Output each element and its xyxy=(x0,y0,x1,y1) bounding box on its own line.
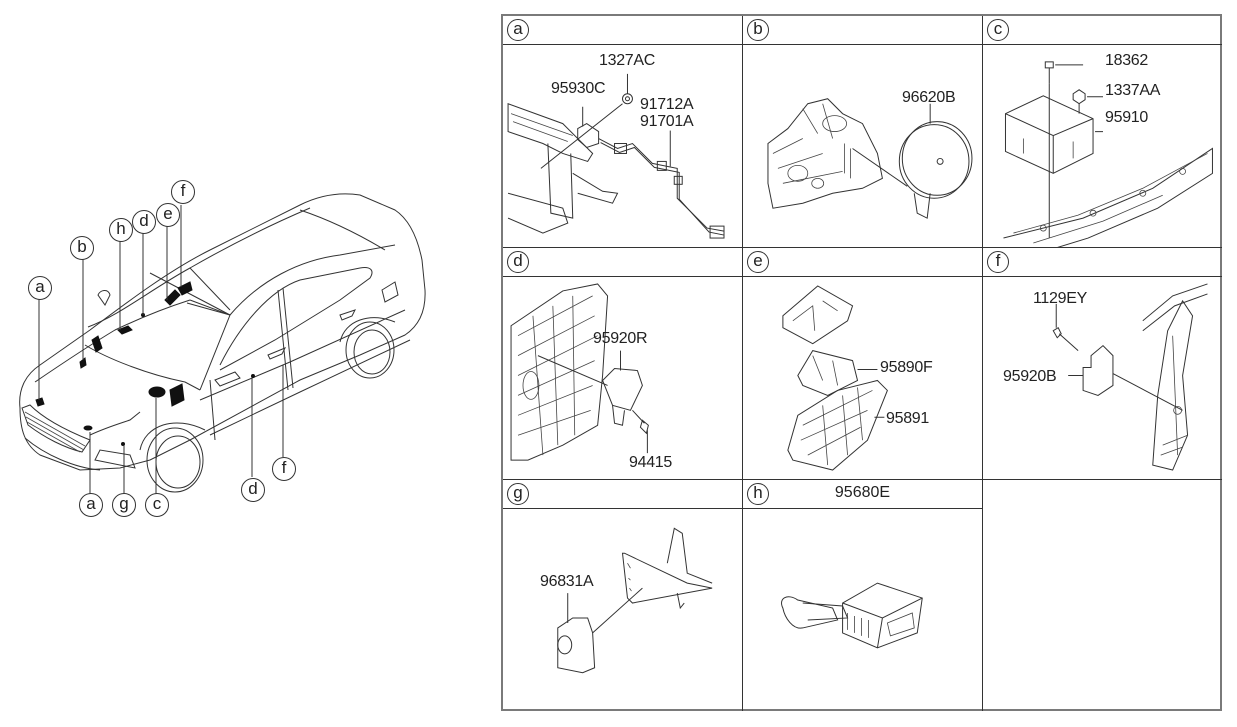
part-label-96831A[interactable]: 96831A xyxy=(540,573,594,590)
part-label-95890F[interactable]: 95890F xyxy=(880,359,933,376)
callout-g[interactable]: g xyxy=(112,493,136,517)
panel-header: c xyxy=(983,16,1222,45)
panel-a: a 1327AC 95930C xyxy=(503,16,743,248)
part-label-95891[interactable]: 95891 xyxy=(886,410,929,427)
part-label-1129EY[interactable]: 1129EY xyxy=(1033,290,1087,307)
panel-header: g xyxy=(503,480,742,509)
panel-badge: b xyxy=(747,19,769,41)
callout-a-bottom[interactable]: a xyxy=(79,493,103,517)
part-label-91701A[interactable]: 91701A xyxy=(640,113,694,130)
part-label-91712A[interactable]: 91712A xyxy=(640,96,694,113)
callout-f-top[interactable]: f xyxy=(171,180,195,204)
panel-b: b 96620B xyxy=(743,16,983,248)
part-label-94415[interactable]: 94415 xyxy=(629,454,672,471)
parts-grid: a 1327AC 95930C xyxy=(501,14,1222,711)
panel-badge: e xyxy=(747,251,769,273)
panel-badge: f xyxy=(987,251,1009,273)
car-overview: a b h d e f a g c d f xyxy=(0,150,440,550)
panel-badge: h xyxy=(747,483,769,505)
callout-d-top[interactable]: d xyxy=(132,210,156,234)
part-label-95680E[interactable]: 95680E xyxy=(834,484,891,501)
panel-header: h 95680E xyxy=(743,480,982,509)
callout-h[interactable]: h xyxy=(109,218,133,242)
part-label-95920R[interactable]: 95920R xyxy=(593,330,648,347)
callout-b[interactable]: b xyxy=(70,236,94,260)
airbag-control-unit-drawing xyxy=(1003,61,1213,247)
panel-header: f xyxy=(983,248,1222,277)
panel-badge: a xyxy=(507,19,529,41)
occupant-sensor-drawing xyxy=(782,285,888,471)
callout-e[interactable]: e xyxy=(156,203,180,227)
panel-d: d 95920R 94415 xyxy=(503,248,743,480)
side-impact-sensor-pillar-drawing xyxy=(1052,283,1208,471)
panel-c: c 18362 1337AA 95910 xyxy=(983,16,1222,248)
part-label-95930C[interactable]: 95930C xyxy=(551,80,606,97)
panel-empty xyxy=(983,480,1222,711)
part-label-96620B[interactable]: 96620B xyxy=(902,89,956,106)
part-label-1327AC[interactable]: 1327AC xyxy=(599,52,656,69)
control-module-drawing xyxy=(781,582,923,649)
callout-f-bottom[interactable]: f xyxy=(272,457,296,481)
panel-f: f 1129EY 95920B xyxy=(983,248,1222,480)
panel-g: g 96831A xyxy=(503,480,743,711)
part-label-1337AA[interactable]: 1337AA xyxy=(1105,82,1161,99)
part-label-18362[interactable]: 18362 xyxy=(1105,52,1148,69)
panel-header: a xyxy=(503,16,742,45)
callout-c[interactable]: c xyxy=(145,493,169,517)
side-impact-sensor-door-drawing xyxy=(510,283,649,461)
panel-e: e 95890F 95891 xyxy=(743,248,983,480)
panel-badge: g xyxy=(507,483,529,505)
front-impact-sensor-drawing xyxy=(507,73,725,239)
clock-spring-sensor-drawing xyxy=(557,527,713,674)
panel-header: b xyxy=(743,16,982,45)
part-label-95920B[interactable]: 95920B xyxy=(1003,368,1057,385)
part-label-95910[interactable]: 95910 xyxy=(1105,109,1148,126)
horn-drawing xyxy=(767,98,973,219)
callout-d-bottom[interactable]: d xyxy=(241,478,265,502)
panel-h: h 95680E xyxy=(743,480,983,711)
car-outline-drawing xyxy=(19,193,426,495)
panel-badge: c xyxy=(987,19,1009,41)
panel-header: e xyxy=(743,248,982,277)
panel-badge: d xyxy=(507,251,529,273)
callout-a-top[interactable]: a xyxy=(28,276,52,300)
panel-header: d xyxy=(503,248,742,277)
